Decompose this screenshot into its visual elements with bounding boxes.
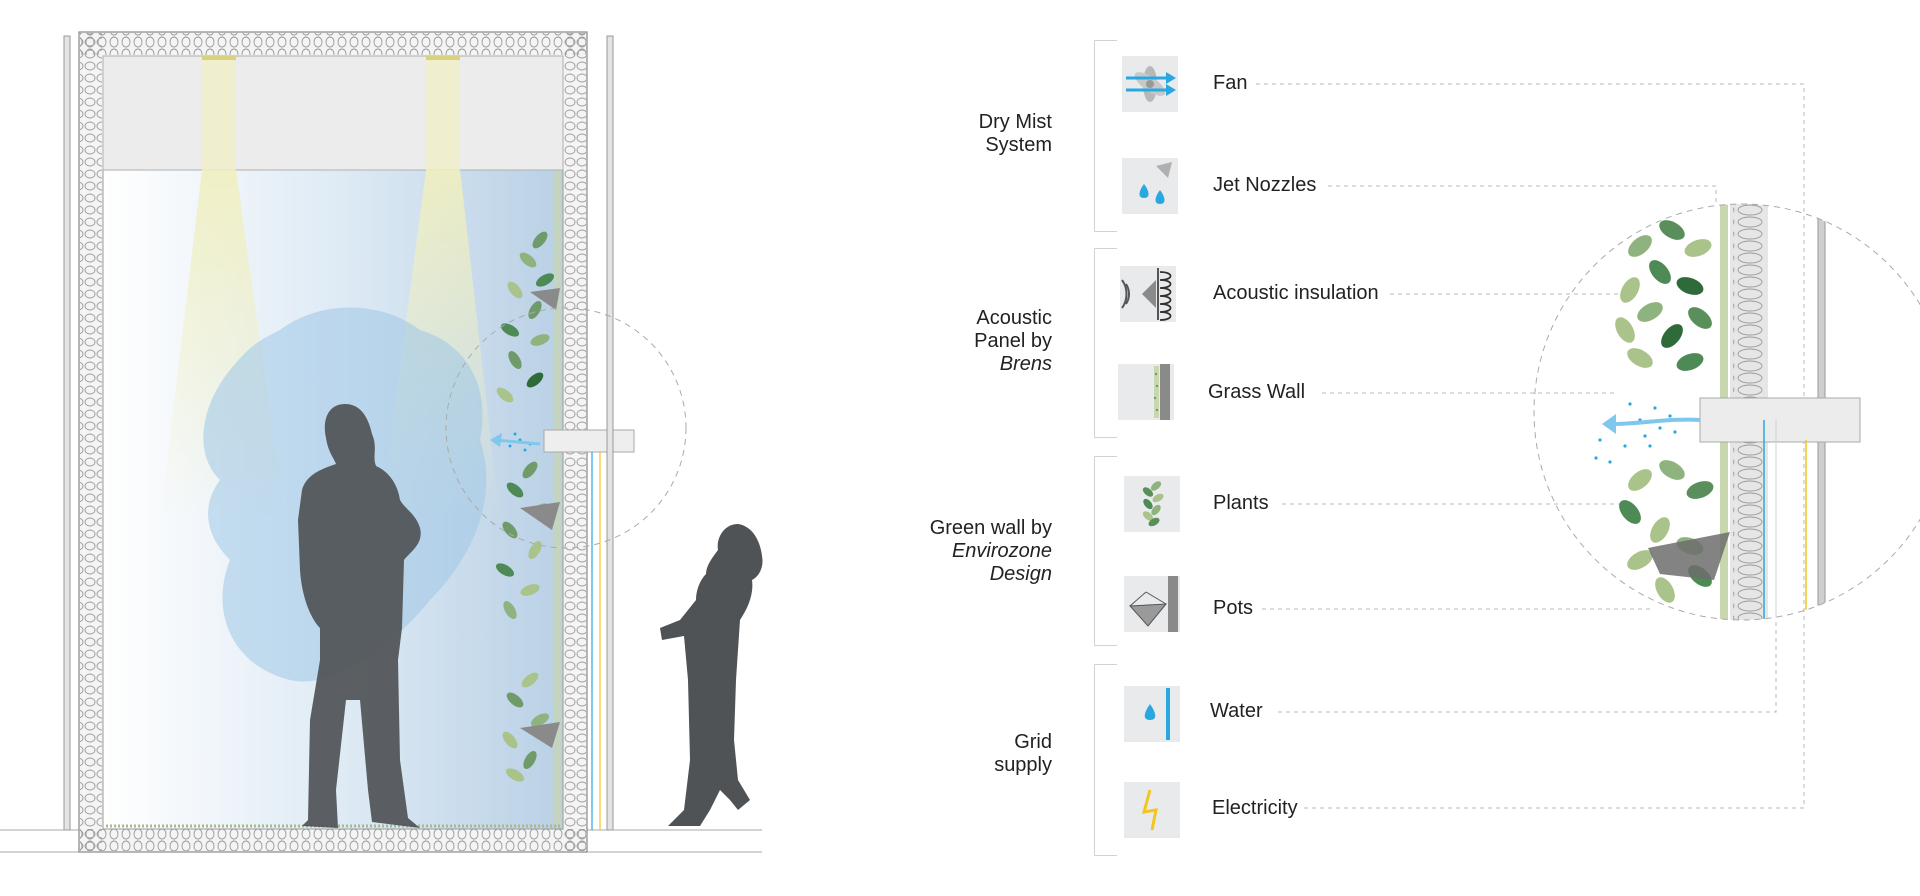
water-icon: [1124, 686, 1180, 742]
group-bracket-acoustic: [1094, 248, 1117, 438]
label-pots: Pots: [1213, 596, 1260, 620]
adult-silhouette: [298, 404, 421, 828]
electricity-icon: [1124, 782, 1180, 838]
grass-wall-icon: [1118, 364, 1174, 420]
group-label-green-wall: Green wall by Envirozone Design: [929, 517, 1052, 585]
label-plants: Plants: [1213, 491, 1275, 515]
group-label-dry-mist: Dry Mist System: [978, 111, 1052, 156]
fan-icon: [1122, 56, 1178, 112]
label-electricity: Electricity: [1212, 796, 1304, 820]
label-acoustic-insulation: Acoustic insulation: [1213, 281, 1385, 305]
group-bracket-dry-mist: [1094, 40, 1117, 232]
child-silhouette: [660, 524, 763, 826]
jet-nozzle-icon: [1122, 158, 1178, 214]
group-bracket-green-wall: [1094, 456, 1117, 646]
group-label-acoustic-panel: Acoustic Panel by Brens: [974, 307, 1052, 375]
plant-icon: [1124, 476, 1180, 532]
label-fan: Fan: [1213, 71, 1254, 95]
group-label-grid-supply: Grid supply: [994, 731, 1052, 776]
label-grass-wall: Grass Wall: [1208, 380, 1312, 404]
green-wall-plants: [495, 231, 555, 782]
group-bracket-grid: [1094, 664, 1117, 856]
label-jet-nozzles: Jet Nozzles: [1213, 173, 1323, 197]
acoustic-insulation-icon: [1120, 266, 1176, 322]
label-water: Water: [1210, 699, 1269, 723]
pot-icon: [1124, 574, 1180, 634]
ceiling-plenum: [102, 55, 564, 171]
pot: [530, 288, 560, 310]
